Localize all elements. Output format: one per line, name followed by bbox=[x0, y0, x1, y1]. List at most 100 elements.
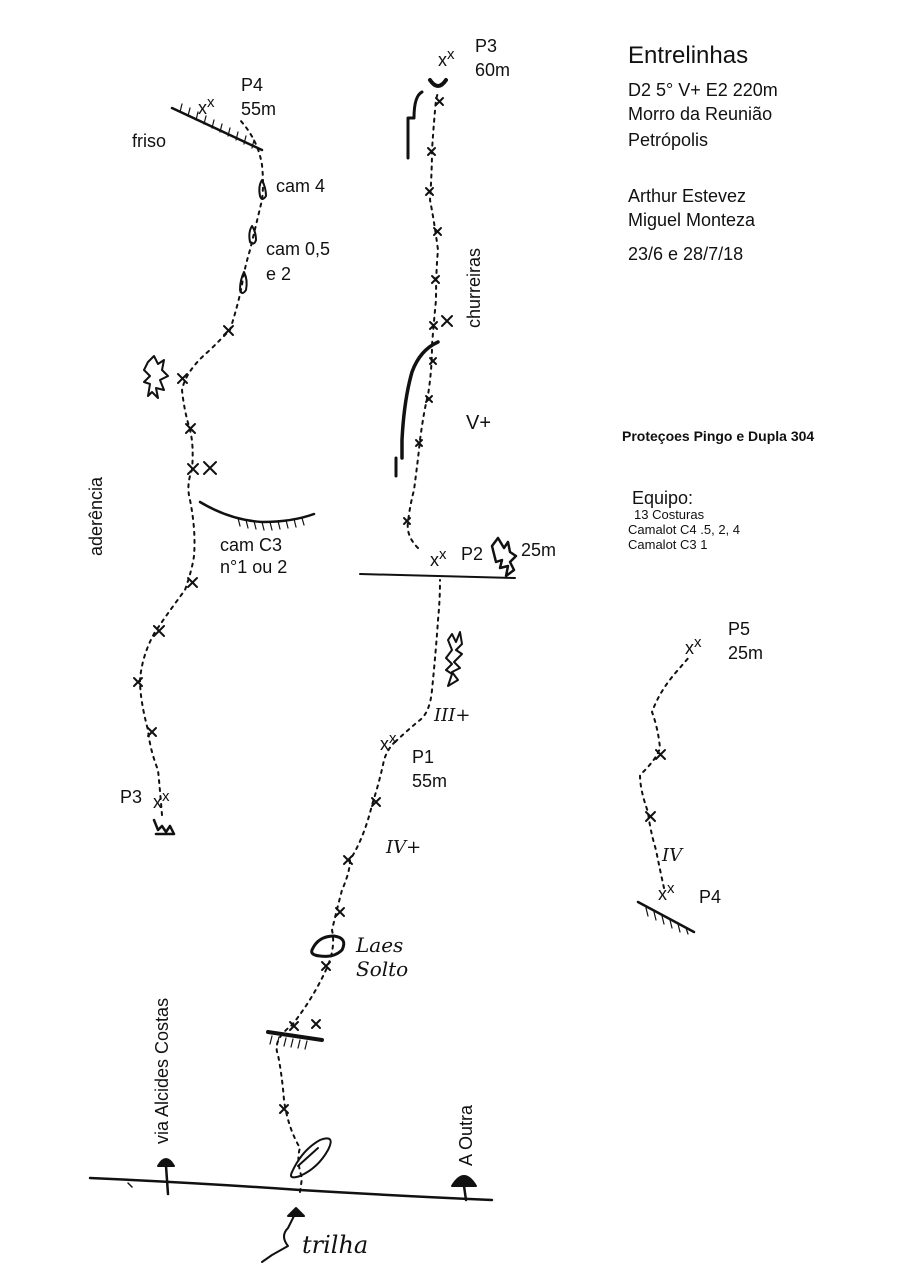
anchor-bolts-p1: xx bbox=[380, 730, 397, 754]
route-line-p1 bbox=[275, 741, 396, 1193]
route-line-left bbox=[139, 119, 264, 816]
anchor-bolts-p4: xx bbox=[198, 94, 215, 118]
protections-note: Proteçoes Pingo e Dupla 304 bbox=[622, 428, 815, 444]
equipment-item: 13 Costuras bbox=[634, 507, 705, 522]
loose-block-label-b: Solto bbox=[356, 957, 409, 981]
bolt-mark bbox=[223, 325, 234, 336]
loose-block-icon bbox=[310, 934, 346, 958]
anchor-left-p3-icon bbox=[152, 818, 176, 836]
route-dates: 23/6 e 28/7/18 bbox=[628, 244, 744, 264]
gear-cam05-b: e 2 bbox=[266, 264, 292, 284]
feature-friso: friso bbox=[132, 131, 167, 151]
feature-aderencia: aderência bbox=[86, 476, 106, 556]
equipment-item: Camalot C3 1 bbox=[628, 537, 708, 552]
bolt-mark bbox=[147, 727, 157, 737]
cam-slot-icon bbox=[258, 179, 267, 200]
bolt-group-left bbox=[133, 325, 234, 737]
belay-label-p2: P2 bbox=[461, 544, 484, 564]
equipment-heading: Equipo: bbox=[632, 488, 694, 508]
belay-label-right-p4: P4 bbox=[699, 887, 722, 907]
route-line-p3 bbox=[406, 91, 439, 549]
bolt-mark bbox=[371, 797, 381, 807]
belay-label-p3: P3 bbox=[475, 36, 498, 56]
anchor-p3-icon bbox=[428, 78, 448, 88]
bolt-group-right bbox=[645, 749, 666, 822]
dihedral-lower bbox=[400, 340, 440, 460]
belay-label-p1: P1 bbox=[412, 747, 435, 767]
tree-icon-alcides bbox=[157, 1158, 175, 1196]
anchor-bolts-p2: xx bbox=[430, 546, 447, 570]
ledge-right-p4 bbox=[636, 900, 696, 934]
route-grade: D2 5° V+ E2 220m bbox=[628, 80, 778, 100]
loose-flake-icon bbox=[290, 1137, 332, 1179]
bolt-mark bbox=[203, 461, 217, 475]
ground-line bbox=[88, 1176, 494, 1202]
bolt-mark bbox=[429, 321, 438, 330]
author-1: Arthur Estevez bbox=[628, 186, 747, 206]
bolt-group-p3 bbox=[403, 97, 453, 525]
bolt-mark bbox=[321, 961, 331, 971]
gear-cam05: cam 0,5 bbox=[266, 239, 331, 259]
bolt-mark bbox=[279, 1104, 289, 1114]
ledge-low-hatch bbox=[269, 1035, 308, 1050]
pitch-length-p3: 60m bbox=[475, 60, 511, 80]
bolt-mark bbox=[425, 187, 434, 196]
ground-tick bbox=[127, 1182, 133, 1188]
bolt-mark bbox=[427, 147, 436, 156]
vegetation-icon-left bbox=[143, 355, 169, 399]
belay-label-p4: P4 bbox=[241, 75, 264, 95]
grade-iii: III+ bbox=[434, 705, 471, 726]
bolt-mark bbox=[415, 439, 423, 447]
route-line-right bbox=[639, 655, 691, 889]
ledge-p2 bbox=[359, 573, 516, 579]
grade-vplus: V+ bbox=[466, 412, 492, 434]
gear-cam4: cam 4 bbox=[276, 176, 326, 196]
ledge-low bbox=[266, 1030, 324, 1042]
roof-c3 bbox=[198, 500, 316, 524]
route-name: Entrelinhas bbox=[628, 42, 749, 69]
bolt-mark bbox=[343, 855, 353, 865]
bolt-mark bbox=[435, 97, 444, 106]
pitch-length-p2: 25m bbox=[521, 540, 557, 560]
pitch-length-p5: 25m bbox=[728, 643, 764, 663]
bolt-mark bbox=[289, 1021, 299, 1031]
gear-camc3: cam C3 bbox=[220, 535, 283, 555]
ledge-right-hatch bbox=[645, 907, 689, 935]
cam-slot-icon bbox=[239, 271, 248, 294]
anchor-bolts-left-p3: xx bbox=[153, 788, 170, 812]
anchor-bolts-p3: xx bbox=[438, 46, 455, 70]
route-place: Morro da Reunião bbox=[628, 104, 773, 124]
bolt-mark bbox=[429, 357, 437, 365]
pitch-length-p4: 55m bbox=[241, 99, 277, 119]
bolt-mark bbox=[431, 275, 440, 284]
bolt-mark bbox=[153, 625, 165, 637]
feature-churreiras: churreiras bbox=[464, 247, 484, 328]
friso-hatch bbox=[179, 103, 255, 149]
bolt-mark bbox=[335, 907, 345, 917]
friso-ledge bbox=[170, 106, 264, 152]
trail-label: trilha bbox=[302, 1231, 369, 1259]
bolt-mark bbox=[133, 677, 143, 687]
route-city: Petrópolis bbox=[628, 130, 709, 150]
bolt-mark bbox=[645, 811, 656, 822]
bolt-mark bbox=[433, 227, 442, 236]
bolt-mark bbox=[187, 463, 199, 475]
bolt-mark bbox=[655, 749, 666, 760]
dihedral-upper bbox=[406, 90, 424, 160]
vegetation-icon-p2 bbox=[490, 536, 518, 578]
belay-label-left-p3: P3 bbox=[120, 787, 143, 807]
neighbor-route-outra: A Outra bbox=[456, 1104, 476, 1166]
anchor-bolts-right-p4: xx bbox=[658, 880, 675, 904]
tree-icon-outra bbox=[451, 1175, 477, 1202]
bolt-group-p1 bbox=[279, 797, 381, 1114]
bolt-mark bbox=[185, 423, 196, 434]
grade-iv-right: IV bbox=[662, 845, 683, 866]
pitch-length-p1: 55m bbox=[412, 771, 448, 791]
author-2: Miguel Monteza bbox=[628, 210, 756, 230]
cam-slot-icon bbox=[248, 225, 257, 245]
anchor-bolts-p5: xx bbox=[685, 634, 702, 658]
bolt-mark bbox=[177, 373, 188, 384]
route-line-p2 bbox=[394, 579, 441, 743]
